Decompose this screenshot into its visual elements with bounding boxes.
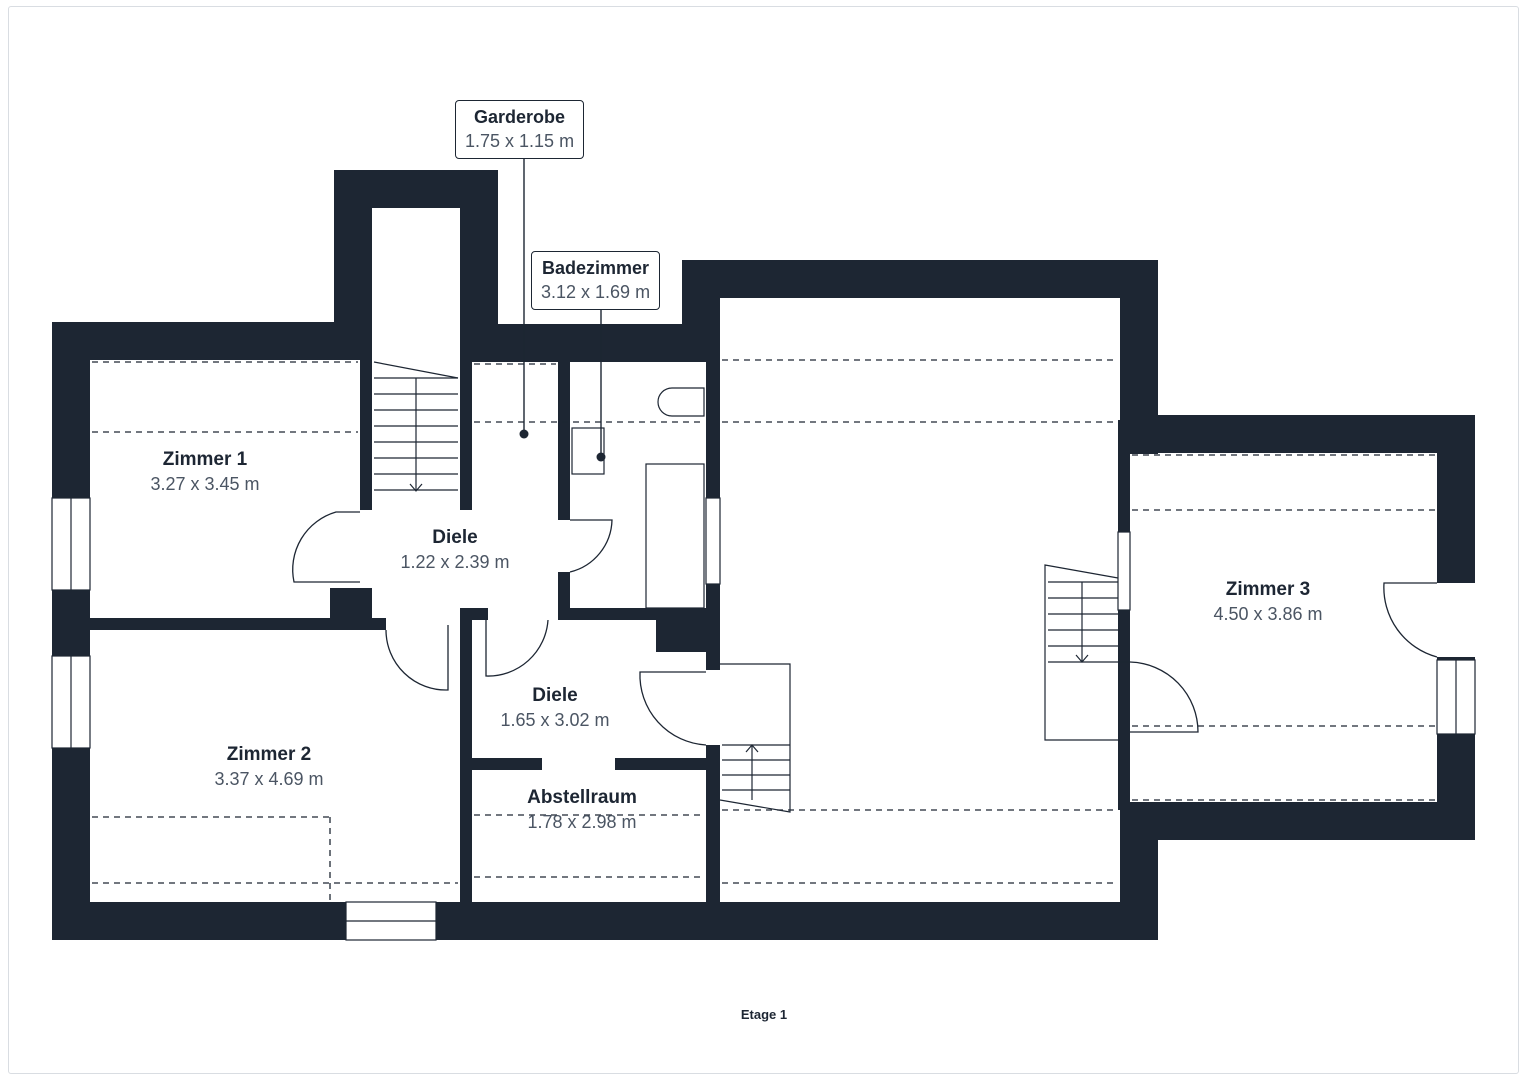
room-dim-zimmer3: 4.50 x 3.86 m bbox=[1213, 603, 1323, 624]
wall-z1-z2 bbox=[52, 618, 386, 630]
door-stair bbox=[639, 671, 707, 746]
room-name-diele1: Diele bbox=[432, 527, 478, 548]
room-name-garderobe: Garderobe bbox=[474, 107, 566, 127]
room-dim-garderobe: 1.75 x 1.15 m bbox=[465, 131, 575, 152]
wall-z2-right bbox=[460, 608, 472, 902]
door-balcony bbox=[1383, 582, 1438, 658]
callout-leaders bbox=[523, 158, 602, 456]
callout-garderobe: Garderobe 1.75 x 1.15 m bbox=[455, 100, 585, 159]
wall-stair-left bbox=[360, 360, 372, 510]
windows bbox=[51, 497, 1476, 941]
bath-fixtures bbox=[571, 387, 705, 609]
wall-bottom bbox=[52, 902, 1158, 940]
room-name-zimmer2: Zimmer 2 bbox=[226, 744, 312, 765]
room-name-badezimmer: Badezimmer bbox=[542, 258, 650, 278]
wall-store-right bbox=[706, 745, 720, 902]
room-dim-diele2: 1.65 x 3.02 m bbox=[500, 709, 610, 730]
room-dim-badezimmer: 3.12 x 1.69 m bbox=[541, 282, 651, 303]
room-name-zimmer1: Zimmer 1 bbox=[162, 449, 248, 470]
room-name-zimmer3: Zimmer 3 bbox=[1225, 579, 1311, 600]
label-diele1: Diele 1.22 x 2.39 m bbox=[400, 526, 509, 574]
wall-z3-bottom bbox=[1120, 802, 1475, 840]
wall-bath-left-top bbox=[558, 360, 570, 520]
toilet bbox=[657, 387, 705, 417]
label-zimmer2: Zimmer 2 3.37 x 4.69 m bbox=[214, 743, 323, 791]
room-name-abstellraum: Abstellraum bbox=[527, 787, 637, 808]
wall-store-top-left bbox=[472, 758, 542, 770]
wall-top-right bbox=[682, 260, 1158, 298]
room-dim-zimmer1: 3.27 x 3.45 m bbox=[150, 473, 260, 494]
sink bbox=[571, 427, 605, 475]
room-name-diele2: Diele bbox=[532, 685, 578, 706]
window-bath bbox=[705, 497, 721, 585]
callout-badezimmer: Badezimmer 3.12 x 1.69 m bbox=[531, 251, 661, 310]
door-zimmer2 bbox=[385, 625, 449, 691]
walls bbox=[52, 170, 1475, 940]
wall-diele-stub bbox=[460, 608, 488, 620]
wall-top-mid bbox=[460, 324, 720, 362]
bathtub bbox=[645, 463, 705, 609]
badezimmer-marker bbox=[596, 452, 606, 462]
floor-plan-sheet bbox=[8, 6, 1519, 1074]
wall-z3-right-top bbox=[1437, 415, 1475, 583]
room-dim-abstellraum: 1.78 x 2.98 m bbox=[527, 811, 637, 832]
room-dim-diele1: 1.22 x 2.39 m bbox=[400, 551, 510, 572]
floor-label: Etage 1 bbox=[740, 1007, 788, 1022]
label-zimmer1: Zimmer 1 3.27 x 3.45 m bbox=[150, 448, 259, 496]
wall-z3-top bbox=[1120, 415, 1475, 453]
wall-z3-left bbox=[1118, 420, 1130, 810]
wall-top-left bbox=[52, 322, 372, 360]
door-diele bbox=[485, 619, 549, 677]
label-abstellraum: Abstellraum 1.78 x 2.98 m bbox=[527, 786, 637, 834]
label-zimmer3: Zimmer 3 4.50 x 3.86 m bbox=[1213, 578, 1322, 626]
wall-pillar bbox=[330, 588, 372, 630]
wall-stair-right bbox=[460, 360, 472, 510]
stairs bbox=[373, 361, 1119, 813]
door-zimmer1 bbox=[292, 511, 360, 583]
stair-right bbox=[1044, 564, 1119, 741]
wall-left bbox=[52, 322, 90, 940]
stair-top bbox=[373, 361, 459, 492]
slope-lines bbox=[92, 359, 1435, 900]
doors bbox=[292, 511, 1438, 746]
door-bad bbox=[569, 519, 613, 573]
garderobe-marker bbox=[519, 429, 529, 439]
wall-store-top-right bbox=[615, 758, 706, 770]
label-diele2: Diele 1.65 x 3.02 m bbox=[500, 684, 609, 732]
door-zimmer3 bbox=[1120, 661, 1199, 733]
room-dim-zimmer2: 3.37 x 4.69 m bbox=[214, 768, 324, 789]
window-z3-left bbox=[1117, 531, 1131, 611]
stair-center bbox=[719, 663, 791, 813]
